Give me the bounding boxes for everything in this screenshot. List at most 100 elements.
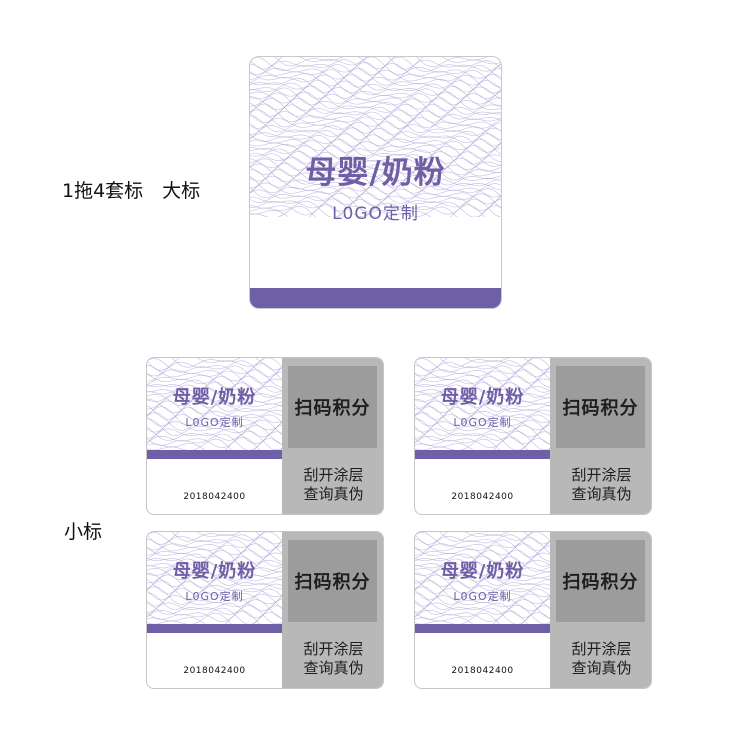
guilloche-line bbox=[415, 588, 550, 607]
guilloche-line bbox=[147, 593, 282, 613]
qr-label: 扫码积分 bbox=[562, 398, 639, 419]
guilloche-pattern bbox=[415, 532, 550, 624]
guilloche-line bbox=[415, 555, 550, 576]
guilloche-line bbox=[147, 375, 282, 396]
guilloche-line bbox=[250, 57, 501, 76]
guilloche-line bbox=[415, 561, 550, 581]
scratch-text-line2: 查询真伪 bbox=[571, 659, 632, 677]
guilloche-line bbox=[147, 419, 282, 439]
guilloche-line bbox=[147, 598, 282, 619]
guilloche-line bbox=[250, 57, 501, 69]
guilloche-line bbox=[415, 574, 550, 594]
guilloche-line bbox=[147, 400, 282, 420]
qr-label: 扫码积分 bbox=[294, 572, 371, 593]
guilloche-line bbox=[415, 598, 550, 619]
qr-placeholder: 扫码积分 bbox=[556, 366, 645, 448]
small-label-subtitle: L0GO定制 bbox=[185, 590, 244, 603]
guilloche-line bbox=[250, 205, 501, 217]
guilloche-line bbox=[415, 358, 533, 371]
guilloche-line bbox=[147, 599, 282, 619]
guilloche-line bbox=[415, 436, 550, 450]
guilloche-line bbox=[415, 425, 550, 445]
guilloche-line bbox=[415, 414, 550, 433]
small-label-title: 母婴/奶粉 bbox=[172, 561, 257, 582]
guilloche-line bbox=[415, 375, 550, 396]
scratch-text-line1: 刮开涂层 bbox=[303, 466, 364, 484]
guilloche-line bbox=[147, 532, 282, 551]
guilloche-line bbox=[147, 568, 282, 589]
guilloche-line bbox=[415, 599, 550, 619]
guilloche-line bbox=[147, 549, 282, 570]
big-label-title: 母婴/奶粉 bbox=[305, 155, 446, 191]
guilloche-line bbox=[250, 192, 501, 212]
guilloche-line bbox=[250, 140, 501, 159]
guilloche-line bbox=[415, 369, 550, 389]
guilloche-pattern bbox=[147, 532, 282, 624]
guilloche-line bbox=[415, 365, 550, 384]
caption-large-label: 1拖4套标 大标 bbox=[62, 180, 201, 202]
guilloche-line bbox=[250, 180, 501, 199]
guilloche-line bbox=[250, 168, 501, 188]
guilloche-line bbox=[250, 182, 501, 201]
guilloche-line bbox=[147, 532, 282, 551]
guilloche-line bbox=[250, 103, 501, 123]
guilloche-line bbox=[415, 424, 550, 445]
guilloche-pattern bbox=[250, 57, 501, 217]
guilloche-line bbox=[415, 543, 550, 563]
guilloche-line bbox=[250, 116, 501, 135]
guilloche-line bbox=[147, 574, 282, 594]
small-label-title: 母婴/奶粉 bbox=[172, 387, 257, 408]
guilloche-line bbox=[415, 419, 550, 439]
guilloche-line bbox=[250, 103, 501, 123]
small-label-band bbox=[415, 450, 550, 459]
guilloche-line bbox=[147, 604, 282, 624]
guilloche-line bbox=[147, 537, 282, 556]
guilloche-pattern bbox=[415, 358, 550, 450]
guilloche-line bbox=[250, 74, 501, 94]
guilloche-line bbox=[415, 387, 550, 407]
guilloche-line bbox=[250, 156, 501, 176]
guilloche-line bbox=[250, 134, 501, 153]
guilloche-line bbox=[147, 414, 282, 433]
guilloche-line bbox=[250, 97, 501, 117]
guilloche-line bbox=[147, 532, 282, 545]
guilloche-line bbox=[415, 567, 550, 588]
guilloche-line bbox=[147, 370, 282, 390]
guilloche-line bbox=[250, 73, 501, 93]
guilloche-line bbox=[250, 192, 501, 212]
guilloche-line bbox=[250, 204, 486, 217]
guilloche-line bbox=[147, 588, 282, 607]
guilloche-line bbox=[147, 574, 282, 594]
qr-label: 扫码积分 bbox=[294, 398, 371, 419]
guilloche-line bbox=[147, 550, 282, 570]
scratch-text-line1: 刮开涂层 bbox=[303, 640, 364, 658]
scratch-text-line2: 查询真伪 bbox=[303, 659, 364, 677]
small-label-title: 母婴/奶粉 bbox=[440, 387, 525, 408]
guilloche-line bbox=[250, 186, 501, 205]
guilloche-line bbox=[147, 394, 282, 415]
caption-small-label: 小标 bbox=[64, 521, 103, 543]
guilloche-line bbox=[147, 369, 282, 389]
small-label-card: 母婴/奶粉 L0GO定制 2018042400 扫码积分 刮开涂层 查询真伪 bbox=[146, 357, 384, 515]
guilloche-line bbox=[147, 358, 282, 377]
guilloche-line bbox=[415, 549, 550, 570]
small-label-card: 母婴/奶粉 L0GO定制 2018042400 扫码积分 刮开涂层 查询真伪 bbox=[146, 531, 384, 689]
small-label-subtitle: L0GO定制 bbox=[185, 416, 244, 429]
guilloche-line bbox=[415, 376, 550, 396]
guilloche-line bbox=[147, 358, 282, 371]
qr-placeholder: 扫码积分 bbox=[288, 366, 377, 448]
guilloche-line bbox=[147, 400, 282, 420]
guilloche-line bbox=[250, 57, 501, 70]
guilloche-line bbox=[147, 539, 282, 558]
guilloche-line bbox=[250, 187, 501, 207]
guilloche-line bbox=[250, 121, 501, 141]
guilloche-line bbox=[250, 109, 501, 128]
guilloche-line bbox=[147, 430, 282, 450]
small-label-title: 母婴/奶粉 bbox=[440, 561, 525, 582]
guilloche-line bbox=[250, 69, 501, 88]
big-label-subtitle: L0GO定制 bbox=[332, 204, 419, 224]
guilloche-line bbox=[147, 561, 282, 581]
big-label-band bbox=[250, 288, 501, 308]
small-label-band bbox=[147, 624, 282, 633]
scratch-text-line1: 刮开涂层 bbox=[571, 466, 632, 484]
